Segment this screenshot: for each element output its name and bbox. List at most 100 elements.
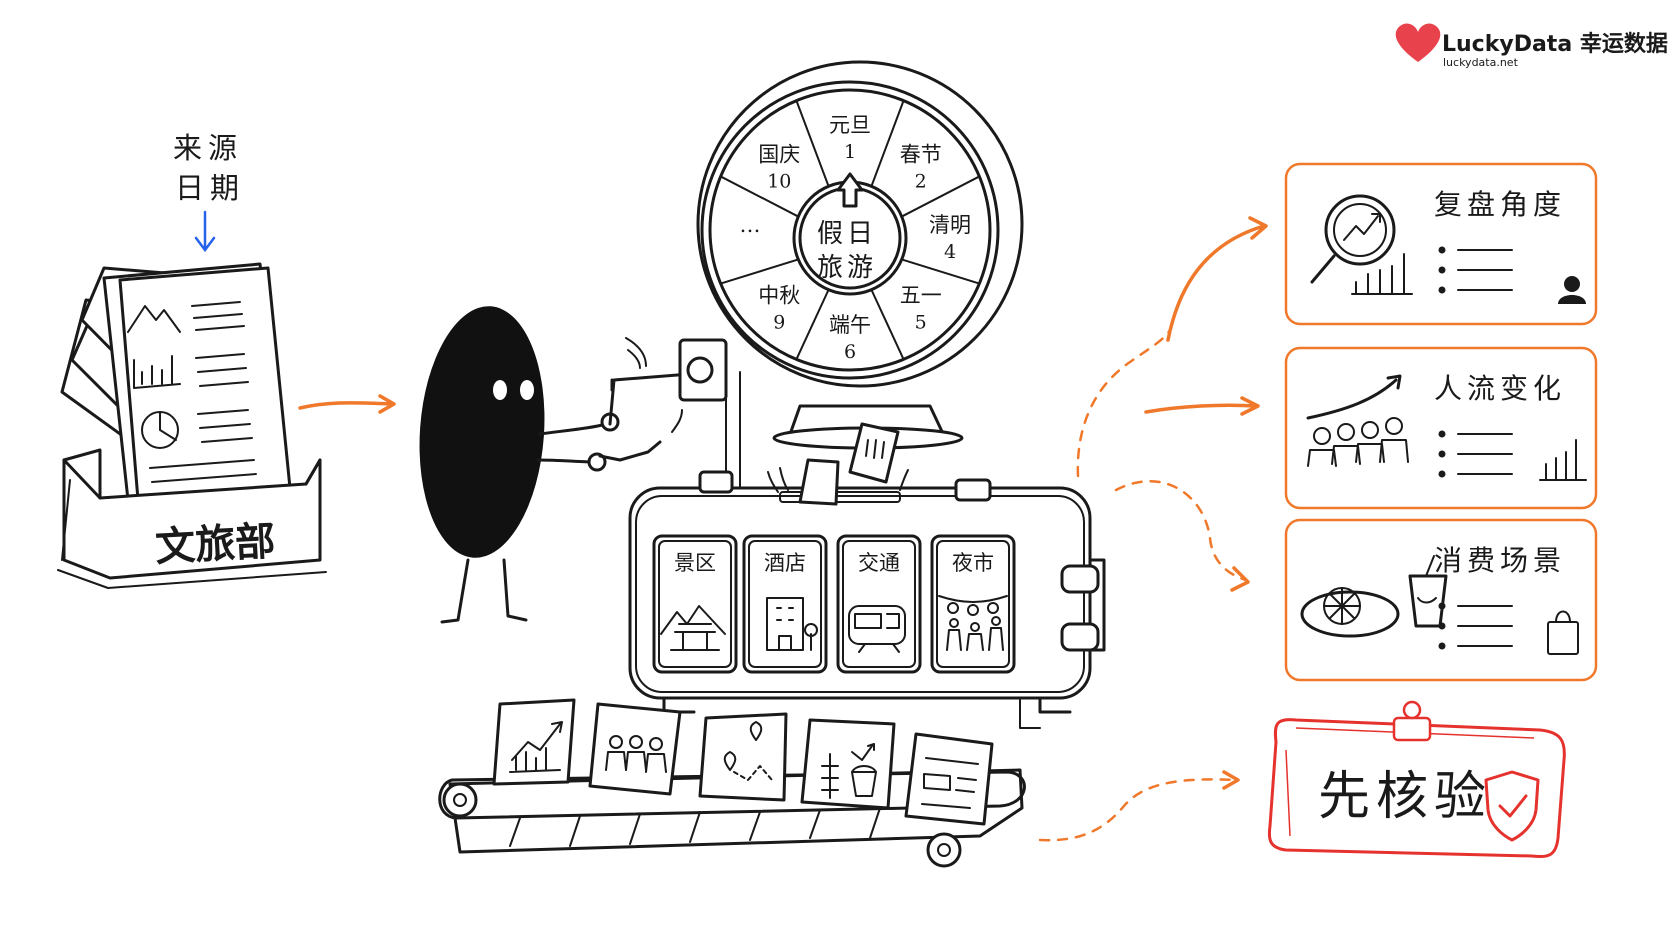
wheel-segment-number: 1 [844, 141, 856, 163]
source-note-line2: 日期 [175, 171, 245, 205]
bullet-lines [1438, 430, 1513, 478]
wheel-divider [900, 258, 981, 285]
insight-card-title: 复盘角度 [1434, 188, 1566, 221]
flow-arrow-card-3 [1114, 480, 1248, 582]
food-drink-icon [1300, 555, 1448, 638]
insight-card: 消费场景 [1284, 518, 1598, 682]
wheel-segment-name: 端午 [829, 313, 871, 337]
slot-machine: 景区 酒店 交通 夜市 [628, 422, 1106, 729]
wheel-divider [795, 99, 830, 188]
document-stack [60, 262, 292, 502]
scenic-spot-icon [660, 605, 726, 651]
ticket-card [798, 458, 840, 506]
wheel-segment-name: … [740, 213, 761, 237]
source-note-line1: 来源 [173, 131, 243, 165]
flow-arrow-verify [1038, 778, 1238, 842]
wheel-segment: 春节 2 [900, 142, 942, 192]
heart-icon [1395, 23, 1441, 63]
verify-box: 先核验 [1267, 700, 1566, 859]
shopping-bag-icon [1547, 610, 1579, 655]
prize-wheel: 假日 旅游 元旦 1 春节 2清明 4五一 5 端午 6 中秋 9 … 国庆 10 [696, 60, 1024, 450]
insight-card: 复盘角度 [1284, 162, 1598, 326]
wheel-segment: 元旦 1 [829, 113, 871, 163]
mountain-icon [127, 305, 181, 333]
wheel-segment-name: 元旦 [829, 113, 871, 137]
insight-card-title: 人流变化 [1434, 372, 1566, 405]
belt-card-food [800, 718, 896, 810]
machine-window: 交通 [836, 534, 922, 674]
wheel-divider [795, 288, 830, 361]
wheel-segment-number: 4 [944, 241, 956, 263]
insight-card: 人流变化 [1284, 346, 1598, 510]
wheel-segment: 端午 6 [829, 313, 871, 363]
machine-window-label: 景区 [674, 551, 716, 575]
source-box: 文旅部 [57, 448, 327, 589]
brand-logo: LuckyData 幸运数据 luckydata.net [1395, 23, 1668, 69]
crank-handle [598, 337, 741, 491]
night-market-icon [938, 595, 1008, 651]
belt-card-crowd [588, 702, 682, 796]
source-note: 来源 日期 [173, 131, 245, 253]
wheel-segment-number: 6 [844, 341, 856, 363]
document-icon [921, 757, 979, 809]
flow-arrow-card-2 [1144, 396, 1260, 416]
flow-arrow-card-1-dash [1076, 328, 1172, 478]
wheel-segment-number: 9 [773, 312, 785, 334]
train-icon [848, 605, 906, 653]
flow-arrow-card-1 [1166, 216, 1268, 342]
character-eye-left [493, 380, 507, 400]
conveyor-belt [438, 698, 1026, 868]
wheel-segment-name: 中秋 [758, 284, 800, 308]
user-icon [1558, 276, 1586, 304]
wheel-divider [719, 175, 800, 218]
wheel-segment: … [740, 213, 761, 237]
wheel-divider [900, 175, 981, 218]
insight-card-title: 消费场景 [1434, 544, 1566, 577]
down-arrow-icon [194, 210, 216, 253]
character [419, 306, 620, 624]
wheel-segment-number: 5 [915, 312, 927, 334]
map-route-icon [723, 721, 773, 781]
trend-up-icon [509, 721, 563, 773]
belt-card-trend [492, 698, 576, 786]
wheel-center-line1: 假日 [817, 219, 877, 249]
wheel-segment-number: 2 [915, 170, 927, 192]
belt-card-map [698, 712, 788, 802]
verify-label: 先核验 [1318, 767, 1492, 827]
bar-chart-small-icon [1539, 439, 1587, 481]
skewer-drink-icon [821, 743, 877, 799]
character-eye-right [520, 380, 534, 400]
magnifier-chart-icon [1310, 194, 1413, 295]
wheel-segment-name: 春节 [900, 142, 942, 166]
wheel-segment: 五一 5 [900, 284, 942, 334]
wheel-segment-name: 五一 [900, 284, 942, 308]
crowd-icon [605, 735, 667, 773]
bullet-lines [1438, 246, 1513, 294]
flow-arrow-1 [298, 394, 396, 414]
wheel-segment: 清明 4 [929, 213, 971, 263]
pie-chart-icon [141, 411, 179, 449]
brand-url: luckydata.net [1443, 56, 1519, 69]
hotel-icon [766, 597, 818, 651]
machine-window-label: 夜市 [952, 551, 994, 575]
bar-chart-icon [133, 355, 181, 389]
pointer-arrow-icon [836, 172, 864, 208]
wheel-segment-name: 清明 [929, 213, 971, 237]
machine-window: 夜市 [930, 534, 1016, 674]
crowd-trend-icon [1306, 374, 1409, 467]
wheel-divider [870, 99, 905, 188]
source-box-label: 文旅部 [154, 518, 276, 571]
brand-name: LuckyData 幸运数据 [1442, 31, 1668, 57]
machine-window: 景区 [652, 534, 738, 674]
wheel-divider [870, 288, 905, 361]
wheel-segment: 国庆 10 [758, 142, 800, 192]
machine-window: 酒店 [742, 534, 828, 674]
shield-check-icon [1484, 770, 1540, 842]
wheel-segment: 中秋 9 [758, 284, 800, 334]
machine-window-label: 交通 [858, 551, 900, 575]
machine-window-label: 酒店 [764, 551, 806, 575]
wheel-segment-number: 10 [767, 170, 791, 192]
wheel-segment-name: 国庆 [758, 142, 800, 166]
wheel-center-line2: 旅游 [817, 253, 877, 283]
